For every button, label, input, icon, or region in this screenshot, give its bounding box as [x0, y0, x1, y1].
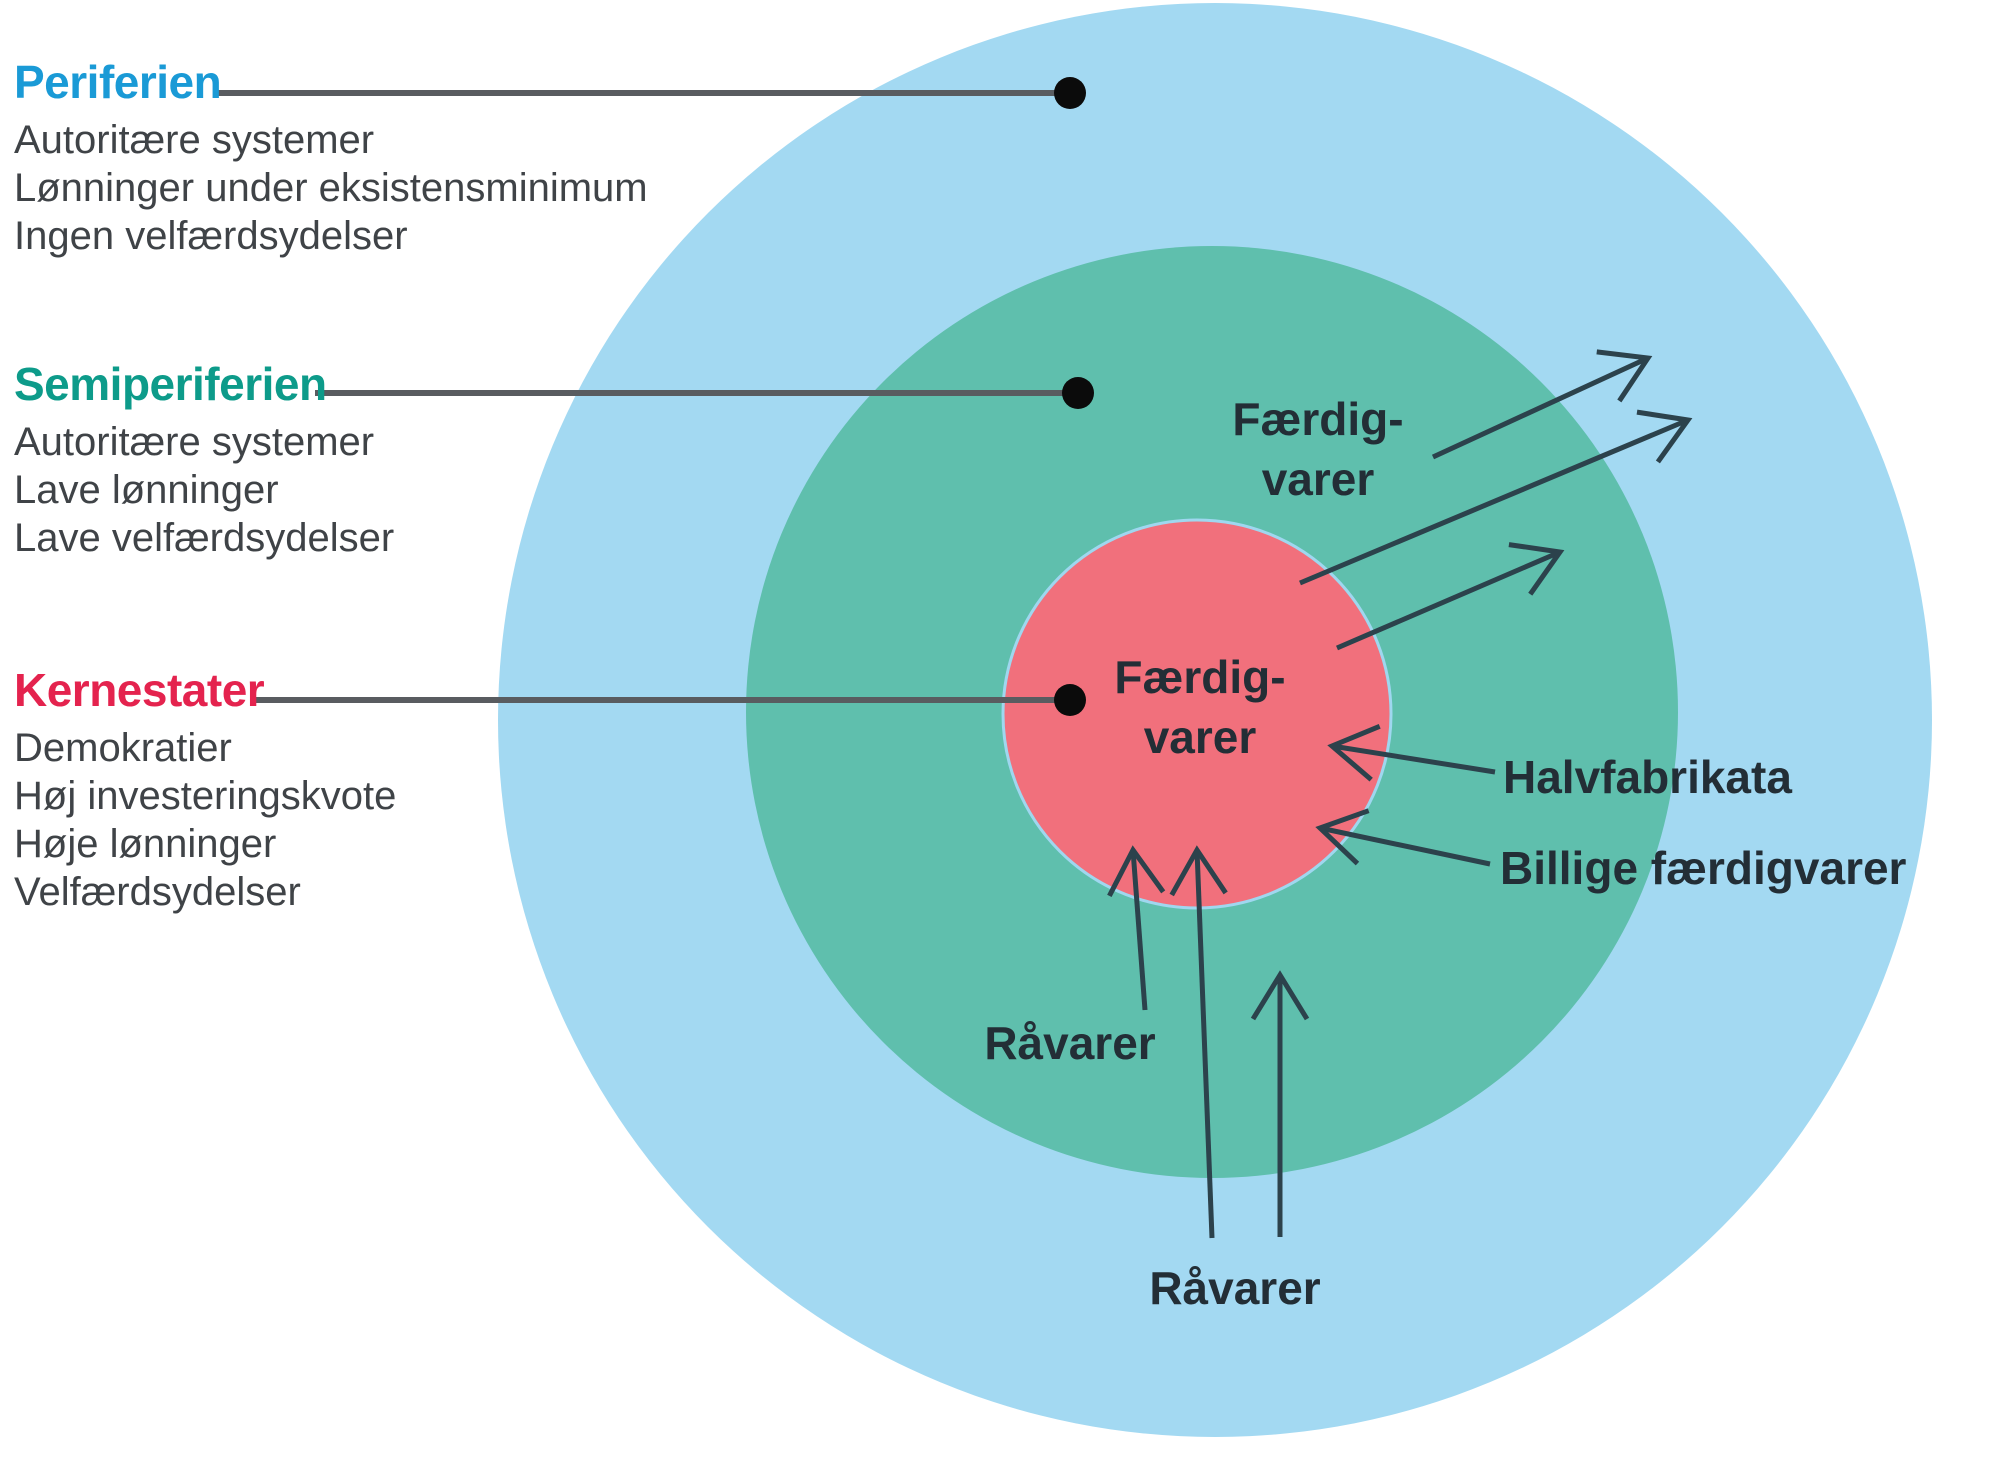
legend-semiperiphery: Semiperiferien Autoritære systemer Lave …	[14, 358, 394, 562]
core-export-label-line1: Færdig-	[1114, 651, 1286, 703]
semiperiphery-export-label-line2: varer	[1261, 453, 1375, 505]
legend-core: Kernestater Demokratier Høj investerings…	[14, 664, 396, 916]
legend-item: Lave lønninger	[14, 468, 279, 512]
legend-item: Demokratier	[14, 726, 232, 770]
legend-item: Høje lønninger	[14, 822, 277, 866]
raavarer-periphery-arrow-1	[1169, 845, 1228, 1239]
semiperiphery-leader-dot	[1062, 377, 1094, 409]
semi-to-periphery-export-arrow	[1431, 349, 1653, 460]
legend-item: Høj investeringskvote	[14, 774, 397, 818]
core-leader-dot	[1054, 684, 1086, 716]
legend-item: Autoritære systemer	[14, 420, 375, 464]
halvfabrikata-label: Halvfabrikata	[1503, 751, 1792, 803]
raavarer-periphery-label: Råvarer	[1149, 1262, 1321, 1314]
core-to-periphery-export-arrow	[1299, 409, 1693, 586]
legend-periphery: Periferien Autoritære systemer Lønninger…	[14, 56, 648, 260]
periphery-leader-dot	[1054, 77, 1086, 109]
raavarer-semiperiphery-label: Råvarer	[984, 1017, 1156, 1069]
legend-semiperiphery-items: Autoritære systemer Lave lønninger Lave …	[14, 418, 394, 562]
legend-periphery-title: Periferien	[14, 56, 222, 108]
billige-faerdigvarer-import-arrow	[1315, 808, 1491, 867]
legend-item: Autoritære systemer	[14, 118, 375, 162]
core-export-label-line2: varer	[1143, 711, 1257, 763]
legend-core-items: Demokratier Høj investeringskvote Høje l…	[14, 724, 396, 916]
billige-faerdigvarer-label: Billige færdigvarer	[1500, 842, 1907, 894]
legend-item: Ingen velfærdsydelser	[14, 214, 408, 258]
legend-item: Lave velfærdsydelser	[14, 516, 395, 560]
legend-periphery-items: Autoritære systemer Lønninger under eksi…	[14, 116, 648, 260]
halvfabrikata-import-arrow	[1327, 723, 1496, 782]
legend-semiperiphery-title: Semiperiferien	[14, 358, 327, 410]
legend-item: Lønninger under eksistensminimum	[14, 166, 648, 210]
core-export-label: Færdig- varer	[1114, 647, 1285, 767]
raavarer-semiperiphery-arrow	[1107, 845, 1166, 1011]
semiperiphery-export-label: Færdig- varer	[1232, 389, 1403, 509]
core-to-semiperiphery-export-arrow	[1336, 542, 1565, 651]
legend-item: Velfærdsydelser	[14, 870, 301, 914]
legend-core-title: Kernestater	[14, 664, 265, 716]
semiperiphery-export-label-line1: Færdig-	[1232, 393, 1404, 445]
